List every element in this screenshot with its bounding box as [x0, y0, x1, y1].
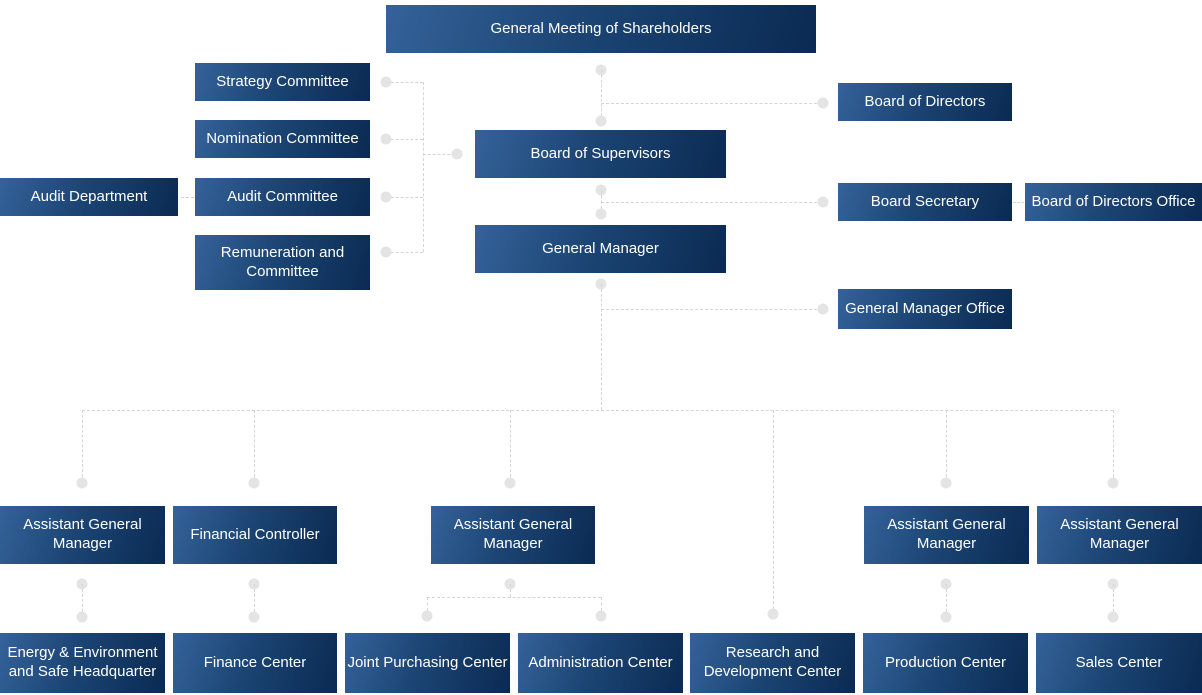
connector-line	[82, 584, 83, 617]
node-finance-center: Finance Center	[173, 633, 337, 693]
connector-line	[391, 252, 423, 253]
connector-dot	[380, 191, 392, 203]
node-general-meeting-of-shareholders: General Meeting of Shareholders	[386, 5, 816, 53]
node-production-center: Production Center	[863, 633, 1028, 693]
connector-dot	[504, 477, 516, 489]
connector-line	[254, 410, 255, 477]
connector-dot	[451, 148, 463, 160]
connector-dot	[1107, 477, 1119, 489]
connector-line	[391, 197, 423, 198]
node-audit-department: Audit Department	[0, 178, 178, 216]
node-assistant-general-manager-4: Assistant General Manager	[1037, 506, 1202, 564]
node-strategy-committee: Strategy Committee	[195, 63, 370, 101]
connector-line	[510, 584, 511, 597]
connector-dot	[421, 610, 433, 622]
node-audit-committee: Audit Committee	[195, 178, 370, 216]
connector-line	[423, 154, 455, 155]
connector-line	[391, 82, 423, 83]
node-joint-purchasing-center: Joint Purchasing Center	[345, 633, 510, 693]
connector-dot	[817, 303, 829, 315]
connector-dot	[380, 133, 392, 145]
node-research-development-center: Research and Development Center	[690, 633, 855, 693]
connector-line	[601, 597, 602, 611]
connector-dot	[817, 196, 829, 208]
connector-dot	[940, 477, 952, 489]
connector-line	[601, 103, 822, 104]
connector-dot	[76, 611, 88, 623]
node-assistant-general-manager-1: Assistant General Manager	[0, 506, 165, 564]
connector-dot	[595, 115, 607, 127]
connector-line	[1113, 584, 1114, 617]
connector-dot	[767, 608, 779, 620]
connector-line	[82, 410, 1113, 411]
node-general-manager: General Manager	[475, 225, 726, 273]
connector-line	[423, 82, 424, 252]
node-board-secretary: Board Secretary	[838, 183, 1012, 221]
node-board-of-directors: Board of Directors	[838, 83, 1012, 121]
node-energy-environment-headquarter: Energy & Environment and Safe Headquarte…	[0, 633, 165, 693]
connector-line	[181, 197, 194, 198]
node-remuneration-committee: Remuneration and Committee	[195, 235, 370, 290]
connector-dot	[248, 477, 260, 489]
connector-line	[601, 284, 602, 410]
connector-line	[427, 597, 428, 611]
node-assistant-general-manager-2: Assistant General Manager	[431, 506, 595, 564]
connector-dot	[380, 246, 392, 258]
connector-dot	[940, 611, 952, 623]
connector-line	[1113, 410, 1114, 477]
connector-line	[601, 309, 822, 310]
node-assistant-general-manager-3: Assistant General Manager	[864, 506, 1029, 564]
connector-line	[601, 202, 822, 203]
connector-line	[946, 410, 947, 477]
connector-line	[82, 410, 83, 477]
connector-line	[773, 410, 774, 609]
node-administration-center: Administration Center	[518, 633, 683, 693]
connector-line	[391, 139, 423, 140]
connector-line	[946, 584, 947, 617]
connector-line	[427, 597, 601, 598]
connector-dot	[248, 611, 260, 623]
connector-line	[510, 410, 511, 477]
connector-line	[1013, 202, 1024, 203]
connector-dot	[817, 97, 829, 109]
node-board-of-supervisors: Board of Supervisors	[475, 130, 726, 178]
connector-dot	[1107, 611, 1119, 623]
connector-line	[254, 584, 255, 617]
connector-dot	[76, 477, 88, 489]
node-general-manager-office: General Manager Office	[838, 289, 1012, 329]
connector-dot	[595, 610, 607, 622]
connector-dot	[595, 208, 607, 220]
node-financial-controller: Financial Controller	[173, 506, 337, 564]
node-board-of-directors-office: Board of Directors Office	[1025, 183, 1202, 221]
node-sales-center: Sales Center	[1036, 633, 1202, 693]
connector-line	[601, 70, 602, 121]
connector-dot	[380, 76, 392, 88]
node-nomination-committee: Nomination Committee	[195, 120, 370, 158]
